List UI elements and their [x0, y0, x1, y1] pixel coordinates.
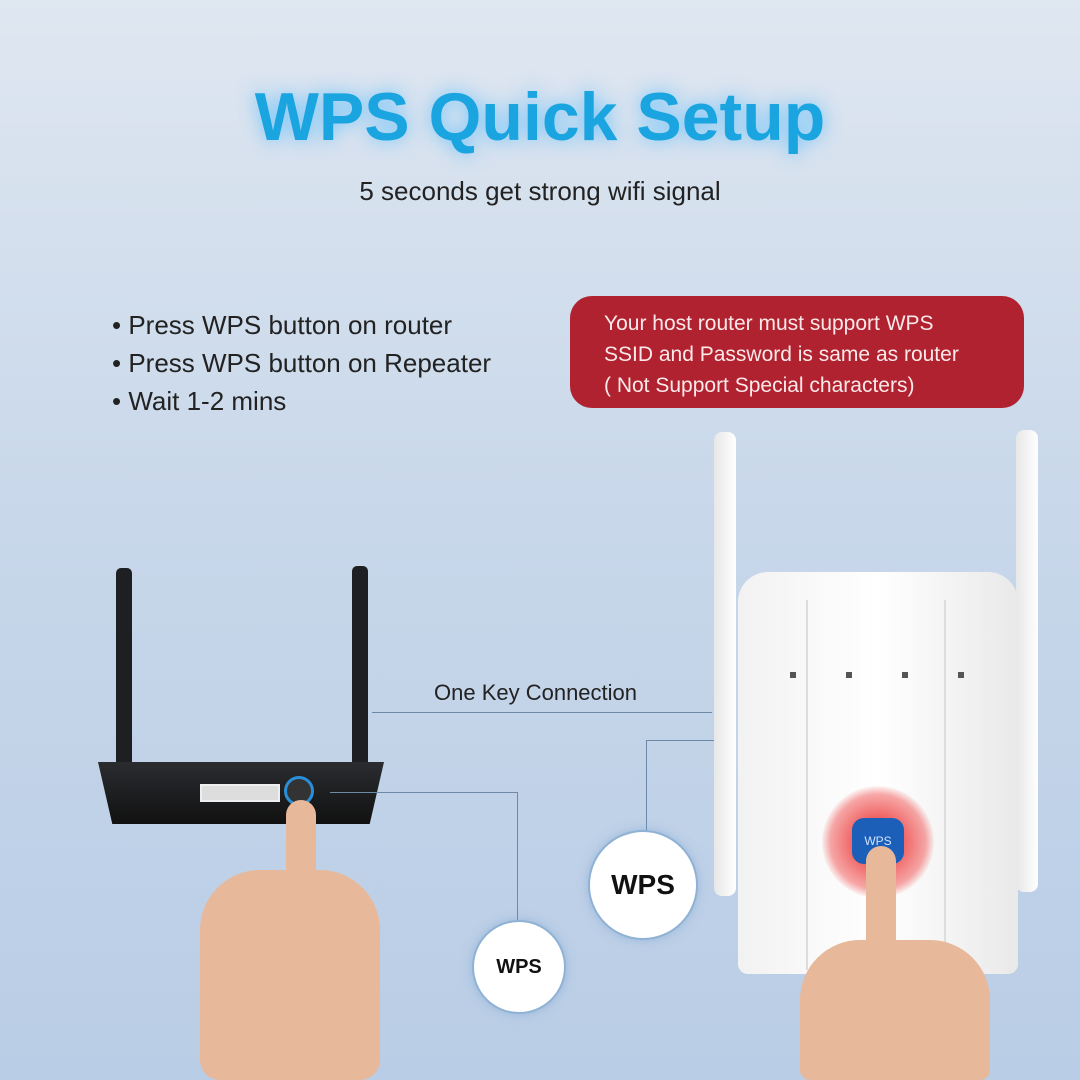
router-ports: [200, 784, 280, 802]
repeater-antenna: [714, 432, 736, 896]
steps-list: Press WPS button on router Press WPS but…: [112, 306, 491, 420]
hand-image: [200, 870, 380, 1080]
note-line: Your host router must support WPS: [604, 312, 934, 335]
connector-line: [646, 740, 647, 832]
page-title: WPS Quick Setup: [254, 79, 826, 155]
repeater-seam: [806, 600, 808, 970]
router-antenna: [352, 566, 368, 766]
router-wps-button[interactable]: [284, 776, 314, 806]
connector-line: [372, 712, 712, 713]
repeater-seam: [944, 600, 946, 970]
page-subtitle: 5 seconds get strong wifi signal: [359, 176, 721, 206]
connector-line: [330, 792, 518, 793]
led-indicator: [846, 672, 852, 678]
connector-line: [517, 792, 518, 922]
note-line: ( Not Support Special characters): [604, 374, 915, 397]
led-indicator: [790, 672, 796, 678]
step-item: Press WPS button on Repeater: [112, 344, 491, 382]
led-indicator: [902, 672, 908, 678]
router-antenna: [116, 568, 132, 768]
repeater-wps-bubble: WPS: [588, 830, 698, 940]
repeater-antenna: [1016, 430, 1038, 892]
requirement-note: Your host router must support WPS SSID a…: [570, 296, 1024, 408]
connector-line: [646, 740, 736, 741]
led-indicator: [958, 672, 964, 678]
step-item: Wait 1-2 mins: [112, 382, 491, 420]
note-line: SSID and Password is same as router: [604, 343, 959, 366]
router-wps-bubble: WPS: [472, 920, 566, 1014]
step-item: Press WPS button on router: [112, 306, 491, 344]
hand-image: [800, 940, 990, 1080]
connection-label: One Key Connection: [434, 680, 638, 705]
